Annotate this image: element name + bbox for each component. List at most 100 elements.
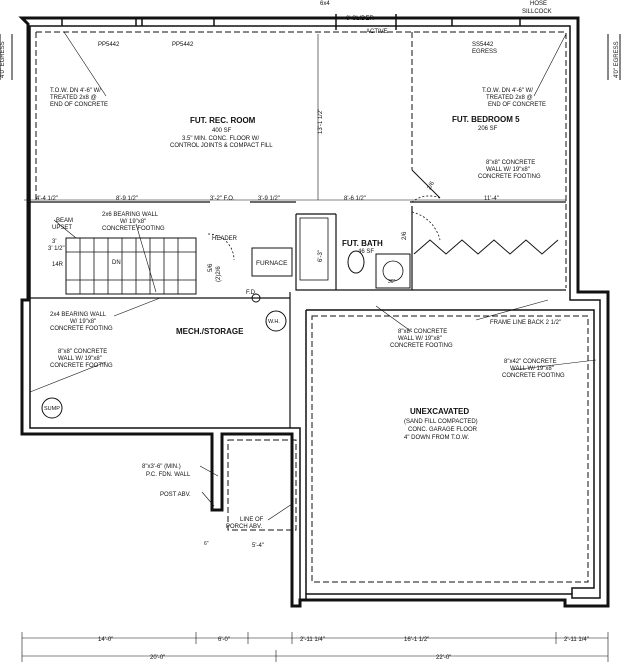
door-26-stair: (2)2/6 <box>216 266 222 282</box>
bath-name: FUT. BATH <box>342 239 383 248</box>
bottom-dim-a: 14'-0" <box>98 637 113 643</box>
rec-room-note-2: CONTROL JOINTS & COMPACT FILL <box>170 143 273 149</box>
stair-treads <box>79 238 179 294</box>
garage-wall <box>305 309 595 594</box>
concrete-right-3: CONCRETE FOOTING <box>478 174 541 180</box>
door-swing-arc <box>411 195 441 203</box>
bath-area: 46 SF <box>358 249 374 255</box>
porch-line <box>227 439 297 531</box>
egress-left-label: 4'0" EGRESS <box>0 41 6 78</box>
window-ss: SS5442 <box>472 42 494 48</box>
mech-concrete-1: 8"x8" CONCRETE <box>58 349 107 355</box>
door-26-bedroom: 2/6 <box>427 180 437 191</box>
inner-foundation-wall <box>29 25 601 601</box>
porch-line-1: LINE OF <box>240 517 264 523</box>
bearing-wall-2: W/ 19"x8" <box>120 219 146 225</box>
porch-small: 6" <box>204 541 209 547</box>
stair-rail <box>66 251 196 281</box>
tow-right-1: T.O.W. DN 4'-6" W/ <box>482 88 533 94</box>
fd-label: F.D. <box>246 290 257 296</box>
door-swing-bedroom <box>411 169 441 199</box>
dim-mid-1: 4'-4 1/2" <box>36 196 58 202</box>
dim-ticks <box>21 632 609 662</box>
header-label: HEADER <box>212 236 238 242</box>
dim-small-3: 3' <box>52 239 56 245</box>
tow-right-3: END OF CONCRETE <box>488 102 546 108</box>
toilet <box>347 250 365 274</box>
bottom-total-right: 22'-0" <box>436 655 451 661</box>
bifold-doors <box>413 239 559 255</box>
concrete-42-3: CONCRETE FOOTING <box>502 373 565 379</box>
rec-room-note-1: 3.5" MIN. CONC. FLOOR W/ <box>182 136 259 142</box>
window-pp-b: PP5442 <box>172 42 194 48</box>
hose-sillcock-label-2: SILLCOCK <box>522 9 552 15</box>
shower <box>375 253 411 289</box>
frame-line-label: FRAME LINE BACK 2 1/2" <box>490 320 561 326</box>
frame-line-dashed <box>36 31 567 288</box>
tow-left-1: T.O.W. DN 4'-6" W/ <box>50 88 101 94</box>
furnace-label: FURNACE <box>256 260 288 267</box>
shower-dim: 36" <box>388 279 396 285</box>
floor-drain <box>251 293 261 303</box>
dim-mid-2: 8'-9 1/2" <box>116 196 138 202</box>
furnace-box <box>251 247 293 277</box>
outer-foundation-wall <box>18 16 610 608</box>
shower-drain <box>382 260 404 282</box>
mech-bearing-3: CONCRETE FOOTING <box>50 326 113 332</box>
bedroom-name: FUT. BEDROOM 5 <box>452 115 520 124</box>
door-swing-mech <box>207 233 235 261</box>
door-swing-bath-arc <box>411 211 441 241</box>
window-egress: EGRESS <box>472 49 497 55</box>
dim-vertical-13: 13'-1 1/2" <box>318 109 324 134</box>
wh-label: W.H. <box>268 319 280 325</box>
sump-label: SUMP <box>44 406 60 412</box>
bottom-dim-c: 2'-11 1/4" <box>300 637 325 643</box>
unexcavated-note-1: CONC. GARAGE FLOOR <box>408 427 478 433</box>
header-6x4-label: 6x4 <box>320 1 330 7</box>
post-label: POST ABV. <box>160 492 191 498</box>
porch-line-2: PORCH ABV. <box>226 524 262 530</box>
bearing-wall-3: CONCRETE FOOTING <box>102 226 165 232</box>
hose-sillcock-label-1: HOSE <box>530 1 547 7</box>
slider-label: 6' SLIDER <box>346 16 374 22</box>
bath-wall <box>295 206 566 291</box>
leader-lines <box>29 31 597 521</box>
window-side-left <box>0 34 13 80</box>
unexcavated-sub: (SAND FILL COMPACTED) <box>404 419 478 425</box>
concrete-42-2: WALL W/ 19"x8" <box>510 366 554 372</box>
beam-label-2: UPSET <box>52 225 72 231</box>
tow-right-2: TREATED 2x8 @ <box>486 95 533 101</box>
stair-box <box>65 237 197 295</box>
water-heater <box>265 310 287 332</box>
bottom-dim-d: 16'-1 1/2" <box>404 637 429 643</box>
door-56-stair: 5/6 <box>208 263 214 272</box>
beam-label-1: BEAM <box>56 218 73 224</box>
vanity <box>299 217 329 281</box>
dim-half-3: 3' 1/2" <box>48 246 65 252</box>
porch-fdn-1: 8"x3'-6" (MIN.) <box>142 464 181 470</box>
concrete-42-1: 8"x42" CONCRETE <box>504 359 557 365</box>
tow-left-3: END OF CONCRETE <box>50 102 108 108</box>
concrete-right-2: WALL W/ 19"x8" <box>486 167 530 173</box>
window-top <box>61 14 521 30</box>
dim-mid-4: 3'-9 1/2" <box>258 196 280 202</box>
mech-bearing-1: 2x4 BEARING WALL <box>50 312 107 318</box>
concrete-right-1: 8"x8" CONCRETE <box>486 160 535 166</box>
dim-mid-5: 8'-6 1/2" <box>344 196 366 202</box>
window-side-right <box>607 34 621 80</box>
bedroom-area: 206 SF <box>478 126 498 132</box>
bearing-wall-1: 2x6 BEARING WALL <box>102 212 159 218</box>
bottom-total-left: 20'-0" <box>150 655 165 661</box>
unexcavated-note-2: 4" DOWN FROM T.O.W. <box>404 435 469 441</box>
stair-risers: 14R <box>52 262 64 268</box>
porch-fdn-2: P.C. FDN. WALL <box>146 472 191 478</box>
door-26-bath: 2/6 <box>402 231 408 240</box>
dim-mid-6: 11'-4" <box>484 196 499 202</box>
dim-mid-3: 3'-2" F.O. <box>210 196 235 202</box>
rec-room-area: 400 SF <box>212 128 232 134</box>
concrete-mid-3: CONCRETE FOOTING <box>390 343 453 349</box>
rec-room-name: FUT. REC. ROOM <box>190 116 256 125</box>
egress-right-label: 4'0" EGRESS <box>614 41 620 78</box>
concrete-mid-1: 8"x8" CONCRETE <box>398 329 447 335</box>
